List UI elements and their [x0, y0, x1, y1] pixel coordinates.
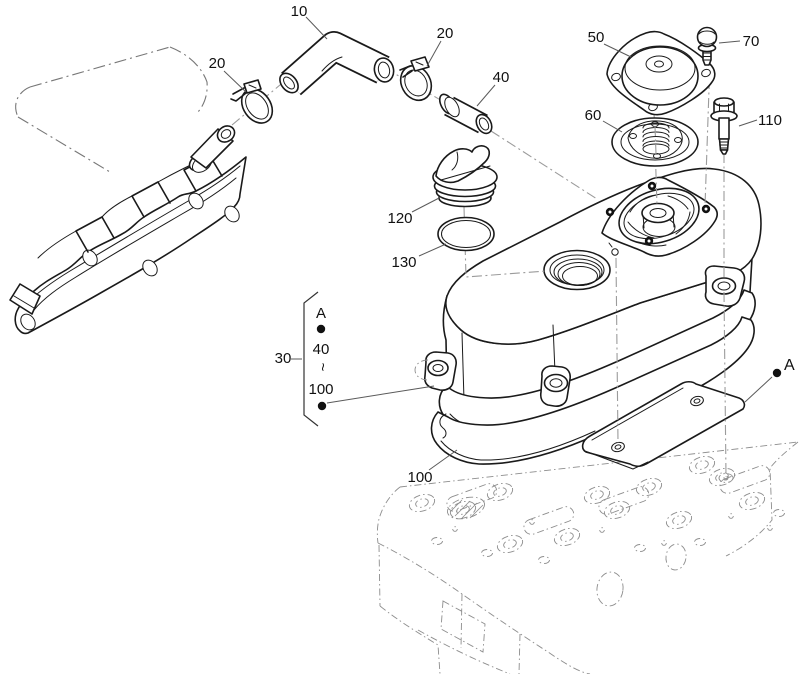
head-small-rings	[431, 509, 785, 564]
callout-cover-assembly-30: 30	[275, 350, 292, 367]
manifold-bolt-holes	[20, 192, 240, 331]
callout-flange-bolt-110: 110	[758, 112, 782, 129]
part-filler-cap-120	[432, 145, 498, 208]
vent-stub-marker	[608, 242, 619, 256]
head-rocker-shapes	[446, 465, 771, 535]
callout-filler-cap-120: 120	[387, 210, 412, 227]
breather-chamber-pad	[601, 176, 718, 257]
head-hatched-patch	[447, 496, 485, 520]
part-bolt-110	[710, 97, 738, 155]
cover-boss-front	[539, 365, 571, 407]
part-gasket-100	[430, 316, 755, 465]
oil-filler-neck	[543, 249, 611, 291]
leader-lines	[223, 16, 758, 471]
callout-clamp-20-left: 20	[209, 55, 226, 72]
cylinder-head	[376, 441, 799, 674]
intake-manifold	[9, 46, 247, 335]
part-clamp-20-right	[399, 56, 433, 102]
view-marker-label: A	[784, 357, 795, 374]
part-vent-tube-40	[438, 93, 493, 135]
part-clamp-20-left	[230, 79, 274, 124]
callout-hose-10: 10	[291, 3, 308, 20]
head-stud-dots	[452, 513, 773, 546]
manifold-phantom-cylinder	[15, 46, 208, 173]
callout-breather-cap-50: 50	[588, 29, 605, 46]
callout-vent-tube-40: 40	[493, 69, 510, 86]
manifold-end-block	[9, 283, 41, 315]
valve-cover	[414, 167, 762, 436]
view-marker-bullet	[772, 368, 782, 378]
callout-clamp-20-right: 20	[437, 25, 454, 42]
part-diaphragm-60	[611, 117, 699, 167]
view-marker-a: A	[744, 357, 795, 403]
cover-boss-right	[704, 265, 746, 307]
filler-cap-wing	[435, 145, 491, 184]
part-bolt-70	[696, 26, 718, 66]
head-valve-rings	[408, 455, 766, 554]
manifold-breather-pipe	[188, 125, 236, 173]
bracket-range-bullet	[317, 401, 327, 411]
part-breather-cap-50	[606, 30, 716, 116]
callout-labels: 10 20 20 40 50 70 60 110 120 130 100	[209, 3, 782, 486]
bracket-range-from: 40	[313, 341, 330, 358]
assembly-bracket-30: 30 A 40 ~ 100	[275, 291, 435, 427]
breather-pad-bolt-holes	[605, 181, 711, 246]
callout-o-ring-130: 130	[391, 254, 416, 271]
callout-diaphragm-60: 60	[585, 107, 602, 124]
part-o-ring-130	[437, 216, 495, 252]
bracket-range-to: 100	[308, 381, 333, 398]
baffle-plate	[581, 380, 746, 470]
cover-boss-left	[414, 351, 457, 391]
bracket-range-symbol: ~	[314, 363, 331, 372]
bracket-ref-bullet	[316, 324, 326, 334]
callout-gasket-100: 100	[407, 469, 432, 486]
manifold-flange	[14, 156, 247, 335]
callout-cap-bolt-70: 70	[743, 33, 760, 50]
manifold-runners	[37, 155, 223, 259]
bracket-ref-marker: A	[316, 305, 326, 322]
part-hose-10	[279, 31, 395, 96]
